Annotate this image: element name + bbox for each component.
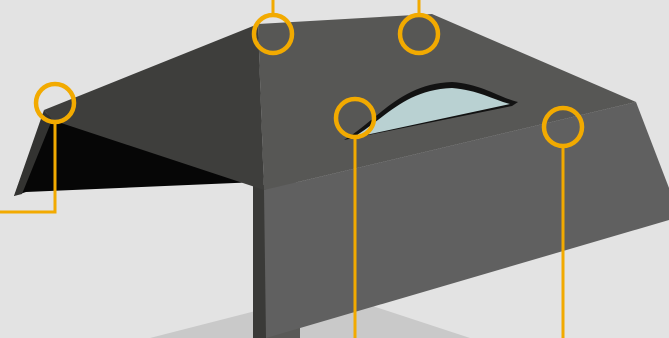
wall-side [253,185,266,338]
callout-eave-left-icon [33,81,77,125]
skylight [344,82,518,140]
roof-left-slope [44,24,264,190]
skylight-glass [352,88,510,138]
leader-line-eave-left [0,124,57,214]
callout-ridge-right-icon [397,12,441,56]
roof-front-plane [264,102,669,338]
callout-ridge-left-icon [251,12,295,56]
gable-underside [14,112,257,196]
roof-left-edge [14,110,52,196]
callout-roof-right-icon [541,105,585,149]
callout-skylight-icon [333,96,377,140]
